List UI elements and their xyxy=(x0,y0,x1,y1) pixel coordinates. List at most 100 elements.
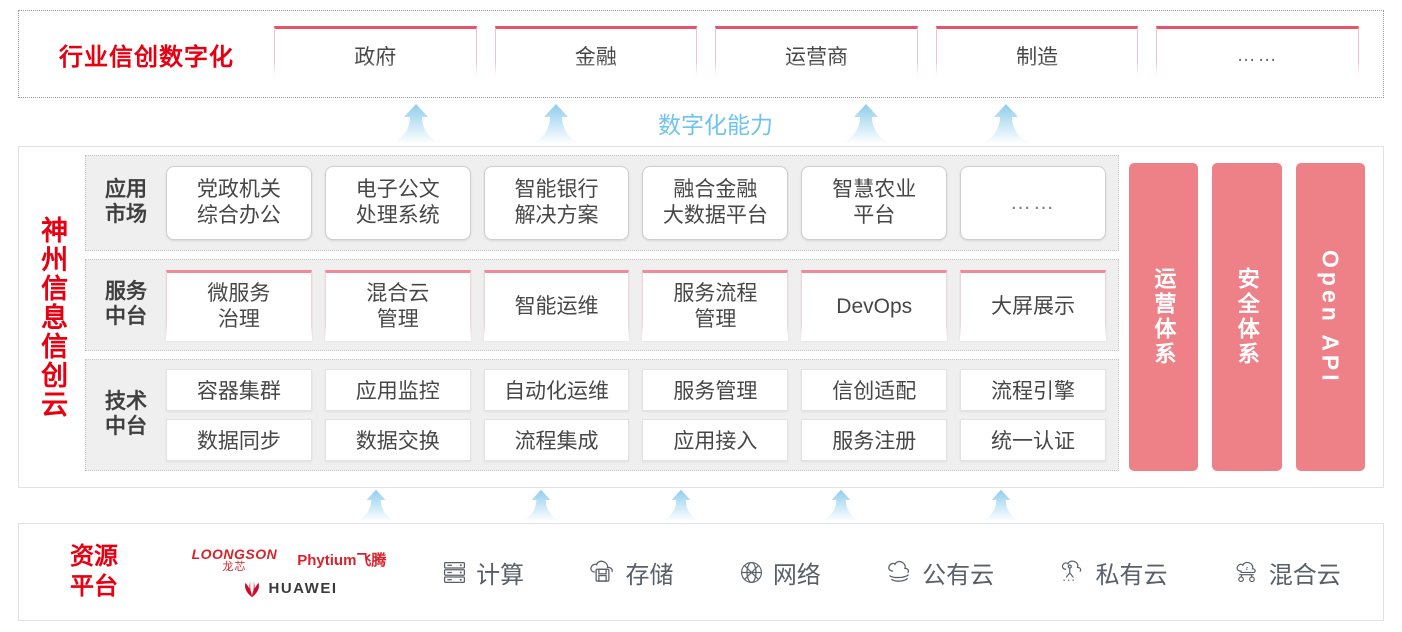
service-platform-card-label: 智能运维 xyxy=(514,294,599,318)
service-platform-card-2[interactable]: 智能运维 xyxy=(483,270,630,341)
up-arrow-icon xyxy=(818,489,864,522)
service-platform-card-label: 大屏展示 xyxy=(991,294,1076,318)
cloud-platform-panel: 神州信息信创云 应用市场 党政机关综合办公电子公文处理系统 智能银行解决方案 融合金… xyxy=(18,146,1384,488)
tech-platform-card-0-2[interactable]: 自动化运维 xyxy=(483,369,630,411)
industry-tab-3[interactable]: 制造 xyxy=(935,26,1139,83)
app-market-card-label: 智能银行解决方案 xyxy=(514,178,599,227)
tech-platform-card-label: 容器集群 xyxy=(196,380,281,403)
industry-tab-0[interactable]: 政府 xyxy=(274,26,477,83)
tech-platform-card-0-5[interactable]: 流程引擎 xyxy=(960,369,1106,411)
cloud-platform-body: 应用市场 党政机关综合办公电子公文处理系统 智能银行解决方案 融合金融大数据平台 智慧… xyxy=(85,147,1383,487)
tech-platform-card-1-0[interactable]: 数据同步 xyxy=(166,419,312,461)
service-platform-card-1[interactable]: 混合云管理 xyxy=(324,270,471,341)
resource-item-5[interactable]: z 混合云 xyxy=(1232,555,1341,590)
resource-item-label: 网络 xyxy=(772,561,821,589)
resource-item-label: 计算 xyxy=(476,561,525,589)
loongson-logo: LOONGSON 龙芯 xyxy=(192,547,278,573)
tech-platform-card-label: 数据同步 xyxy=(196,430,281,453)
service-platform-card-label: 微服务治理 xyxy=(207,281,271,331)
tech-platform-card-label: 流程引擎 xyxy=(991,380,1076,403)
service-platform-card-5[interactable]: 大屏展示 xyxy=(960,270,1106,341)
resource-item-1[interactable]: 存储 xyxy=(588,555,673,590)
industry-tab-2[interactable]: 运营商 xyxy=(715,26,918,83)
cloud-layer-stack: 应用市场 党政机关综合办公电子公文处理系统 智能银行解决方案 融合金融大数据平台 智慧… xyxy=(85,155,1119,479)
tech-platform-card-0-1[interactable]: 应用监控 xyxy=(324,369,471,411)
app-market-card-label: 电子公文处理系统 xyxy=(355,178,440,227)
layer-app-market-label: 应用市场 xyxy=(105,178,147,226)
industry-tab-label: 政府 xyxy=(354,45,397,69)
tech-platform-card-label: 服务管理 xyxy=(673,380,758,403)
service-platform-card-3[interactable]: 服务流程管理 xyxy=(642,270,789,341)
pillar-label: 运营体系 xyxy=(1151,267,1177,367)
huawei-logo: HUAWEI xyxy=(241,580,338,598)
pillar-label: 安全体系 xyxy=(1234,267,1260,367)
up-arrow-icon xyxy=(518,489,564,522)
industry-band: 行业信创数字化 政府金融运营商制造…… xyxy=(18,10,1384,98)
resource-arrow-strip xyxy=(18,488,1384,522)
resource-item-0[interactable]: 计算 xyxy=(441,555,524,590)
app-market-card-3[interactable]: 融合金融大数据平台 xyxy=(642,166,789,240)
up-arrow-icon xyxy=(658,489,704,522)
cloud-pillar-group: 运营体系 安全体系 Open API xyxy=(1119,155,1375,479)
vendor-logo-group: LOONGSON 龙芯 Phytium飞腾 HUAWEI xyxy=(169,547,409,598)
app-market-card-0[interactable]: 党政机关综合办公 xyxy=(166,166,312,240)
industry-tab-label: 金融 xyxy=(574,45,617,69)
resource-platform-panel: 资源平台 LOONGSON 龙芯 Phytium飞腾 HUAWEI xyxy=(18,523,1384,621)
service-platform-card-label: DevOps xyxy=(836,294,913,318)
up-arrow-icon xyxy=(978,489,1024,522)
cloud-platform-title-text: 神州信息信创云 xyxy=(37,215,68,419)
industry-tab-label: …… xyxy=(1236,44,1279,66)
pillar-label: Open API xyxy=(1317,249,1344,385)
app-market-card-1[interactable]: 电子公文处理系统 xyxy=(324,166,471,240)
tech-platform-card-label: 服务注册 xyxy=(832,430,917,453)
server-icon xyxy=(441,559,468,586)
resource-item-label: 存储 xyxy=(625,561,674,589)
tech-platform-card-label: 数据交换 xyxy=(355,430,440,453)
resource-item-3[interactable]: 公有云 xyxy=(885,555,994,590)
vendor-logo-row-bottom: HUAWEI xyxy=(241,580,338,598)
service-platform-card-0[interactable]: 微服务治理 xyxy=(166,270,312,341)
service-platform-card-4[interactable]: DevOps xyxy=(801,270,948,341)
resource-item-label: 混合云 xyxy=(1268,561,1341,589)
resource-item-4[interactable]: 私有云 xyxy=(1058,555,1167,590)
resource-item-label: 私有云 xyxy=(1095,561,1168,589)
tech-platform-card-0-4[interactable]: 信创适配 xyxy=(801,369,948,411)
layer-app-market-cards: 党政机关综合办公电子公文处理系统 智能银行解决方案 融合金融大数据平台 智慧农业平台 …… xyxy=(166,166,1118,240)
tech-platform-card-1-3[interactable]: 应用接入 xyxy=(642,419,789,461)
resource-platform-title: 资源平台 xyxy=(70,543,118,600)
layer-tech-platform: 技术中台 容器集群 应用监控自动化运维 服务管理 信创适配 流程引擎数据同步 数据交换 流程… xyxy=(85,359,1119,471)
vendor-logo-row-top: LOONGSON 龙芯 Phytium飞腾 xyxy=(192,547,387,573)
tech-platform-card-1-2[interactable]: 流程集成 xyxy=(483,419,630,461)
industry-tab-list: 政府 金融 运营商制造 …… xyxy=(274,26,1383,83)
tech-platform-card-label: 应用接入 xyxy=(673,430,758,453)
tech-platform-row-0: 容器集群 应用监控自动化运维 服务管理 信创适配 流程引擎 xyxy=(166,369,1106,411)
public-cloud-icon xyxy=(885,560,914,584)
industry-tab-4[interactable]: …… xyxy=(1156,26,1359,83)
up-arrow-icon xyxy=(838,103,894,145)
loongson-logo-en: LOONGSON xyxy=(191,545,278,562)
app-market-card-2[interactable]: 智能银行解决方案 xyxy=(483,166,630,240)
loongson-logo-cn: 龙芯 xyxy=(222,560,247,573)
up-arrow-icon xyxy=(388,103,444,145)
service-platform-card-label: 服务流程管理 xyxy=(673,281,758,331)
tech-platform-card-0-0[interactable]: 容器集群 xyxy=(166,369,312,411)
industry-tab-1[interactable]: 金融 xyxy=(494,26,698,83)
tech-platform-card-1-1[interactable]: 数据交换 xyxy=(324,419,471,461)
tech-platform-card-1-5[interactable]: 统一认证 xyxy=(960,419,1106,461)
app-market-card-label: 融合金融大数据平台 xyxy=(662,178,768,227)
hybrid-cloud-icon: z xyxy=(1232,559,1261,585)
resource-item-2[interactable]: 网络 xyxy=(738,555,821,590)
layer-tech-platform-label: 技术中台 xyxy=(105,390,147,438)
app-market-card-5[interactable]: …… xyxy=(960,166,1106,240)
pillar-0[interactable]: 运营体系 xyxy=(1129,163,1199,471)
tech-platform-card-0-3[interactable]: 服务管理 xyxy=(642,369,789,411)
app-market-card-4[interactable]: 智慧农业平台 xyxy=(801,166,948,240)
app-market-card-label: …… xyxy=(1010,191,1057,215)
up-arrow-icon xyxy=(978,103,1034,145)
pillar-2[interactable]: Open API xyxy=(1295,163,1365,471)
layer-service-platform-label: 服务中台 xyxy=(105,280,147,328)
pillar-1[interactable]: 安全体系 xyxy=(1212,163,1282,471)
app-market-card-label: 智慧农业平台 xyxy=(832,178,917,227)
up-arrow-icon xyxy=(528,103,584,145)
tech-platform-card-1-4[interactable]: 服务注册 xyxy=(801,419,948,461)
